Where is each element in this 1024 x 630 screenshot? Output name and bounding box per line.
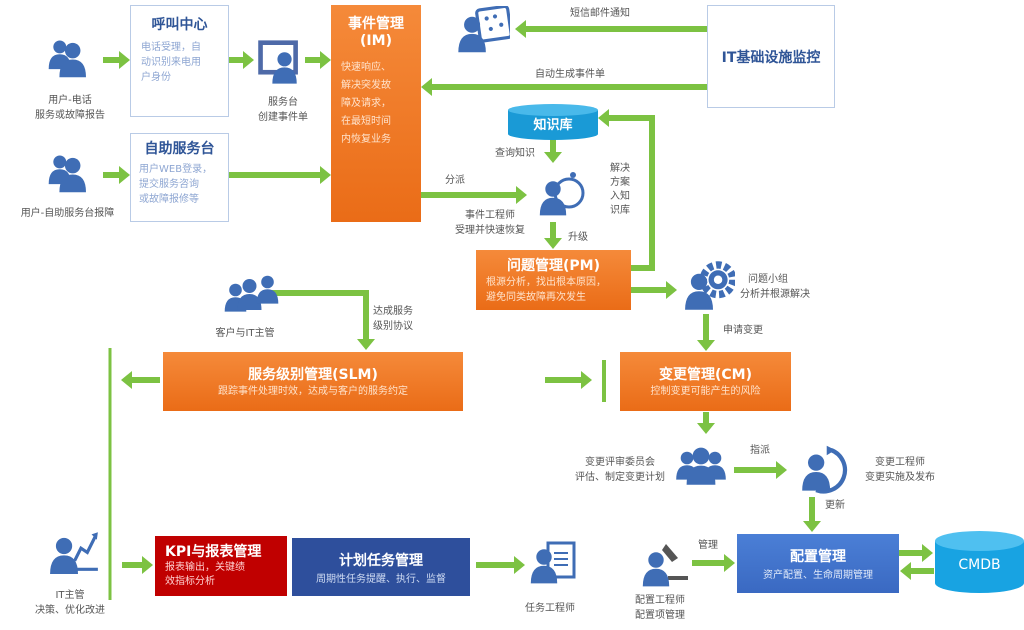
it-manager-chart-icon <box>45 527 100 582</box>
problem-team-gear-icon <box>680 258 737 310</box>
task-engineer-label: 任务工程师 <box>525 603 575 614</box>
solution-to-kb-label: 解决方案入知识库 <box>610 163 630 216</box>
call-center-box: 呼叫中心 电话受理，自动识别来电用户身份 <box>130 5 229 117</box>
users-self-service-label: 用户-自助服务台报障 <box>20 208 115 219</box>
arrow-call-center-to-desk <box>229 51 254 69</box>
call-center-title: 呼叫中心 <box>151 17 208 33</box>
incident-engineer-label: 事件工程师受理并快速恢复 <box>455 210 525 236</box>
arrow-slm-to-cm <box>545 371 592 389</box>
customer-label: 客户与IT主管 <box>215 328 275 339</box>
arrow-task-to-engineer <box>476 556 525 574</box>
arrow-request-change <box>697 314 715 351</box>
arrow-dispatch <box>421 186 527 204</box>
cab-label: 变更评审委员会评估、制定变更计划 <box>575 457 665 483</box>
request-change-label: 申请变更 <box>723 325 763 336</box>
arrow-manage <box>692 554 735 572</box>
call-center-desc: 电话受理，自动识别来电用户身份 <box>141 42 201 83</box>
cab-group-icon <box>675 442 727 494</box>
arrow-pm-to-team <box>631 281 677 299</box>
manage-label: 管理 <box>698 540 718 551</box>
update-label: 更新 <box>825 500 845 511</box>
arrow-kb-query <box>544 139 562 163</box>
config-engineer-icon <box>638 540 690 588</box>
service-desk-icon <box>255 38 303 88</box>
arrow-desk-to-incident <box>305 51 331 69</box>
escalate-label: 升级 <box>568 232 588 243</box>
arrow-pm-to-kb <box>598 109 655 271</box>
self-service-box: 自助服务台 用户WEB登录，提交服务咨询或故障报修等 <box>130 133 229 222</box>
arrow-assign <box>734 461 787 479</box>
monitor-user-icon <box>455 4 513 56</box>
users-group-icon <box>45 150 93 196</box>
problem-management-box: 问题管理(PM) 根源分析，找出根本原因，避免同类故障再次发生 <box>476 250 631 310</box>
arrow-customer-sla <box>265 290 375 350</box>
assign-label: 指派 <box>750 445 770 456</box>
dispatch-label: 分派 <box>445 175 465 186</box>
incident-engineer-icon <box>535 168 587 218</box>
service-desk-label: 服务台创建事件单 <box>258 97 308 123</box>
arrow-from-cmdb <box>900 562 934 580</box>
config-management-box: 配置管理 资产配置、生命周期管理 <box>737 534 899 593</box>
arrow-users-to-self-service <box>103 166 130 184</box>
config-engineer-label: 配置工程师配置项管理 <box>635 595 685 621</box>
arrow-cm-to-cab <box>697 412 715 434</box>
arrow-users-to-call-center <box>103 51 130 69</box>
arrow-to-cmdb <box>899 544 933 562</box>
auto-ticket-label: 自动生成事件单 <box>535 69 605 80</box>
scheduled-task-box: 计划任务管理 周期性任务提醒、执行、监督 <box>292 538 470 596</box>
it-monitoring-box: IT基础设施监控 <box>707 5 835 108</box>
arrow-update <box>803 497 821 532</box>
arrow-to-kpi <box>122 556 153 574</box>
arrow-slm-left <box>121 371 160 389</box>
notify-label: 短信邮件通知 <box>570 8 630 19</box>
arrow-self-service-to-incident <box>229 166 331 184</box>
arrow-monitor-notify <box>515 20 707 38</box>
slm-box: 服务级别管理(SLM) 跟踪事件处理时效，达成与客户的服务约定 <box>163 352 463 411</box>
change-engineer-label: 变更工程师变更实施及发布 <box>865 457 935 483</box>
arrow-monitor-auto-ticket <box>421 78 707 96</box>
customer-group-icon <box>215 272 280 320</box>
cmdb-title: CMDB <box>958 557 1001 573</box>
it-manager-label: IT主管决策、优化改进 <box>35 590 105 616</box>
arrow-escalate <box>544 222 562 249</box>
query-knowledge-label: 查询知识 <box>495 148 535 159</box>
knowledge-base-cylinder <box>508 104 598 140</box>
change-management-box: 变更管理(CM) 控制变更可能产生的风险 <box>620 352 791 411</box>
change-engineer-cycle-icon <box>795 443 850 495</box>
users-group-icon <box>45 35 93 81</box>
users-phone-label: 用户-电话服务或故障报告 <box>35 95 105 121</box>
kpi-report-box: KPI与报表管理 报表输出，关键绩效指标分析 <box>155 536 287 596</box>
sla-label: 达成服务级别协议 <box>373 306 413 332</box>
task-engineer-checklist-icon <box>528 538 580 588</box>
cmdb-cylinder <box>935 531 1024 593</box>
incident-management-box: 事件管理 (IM) 快速响应、解决突发故障及请求，在最短时间内恢复业务 <box>331 5 421 222</box>
problem-team-label: 问题小组分析并根源解决 <box>740 274 810 300</box>
knowledge-base-title: 知识库 <box>533 118 573 133</box>
